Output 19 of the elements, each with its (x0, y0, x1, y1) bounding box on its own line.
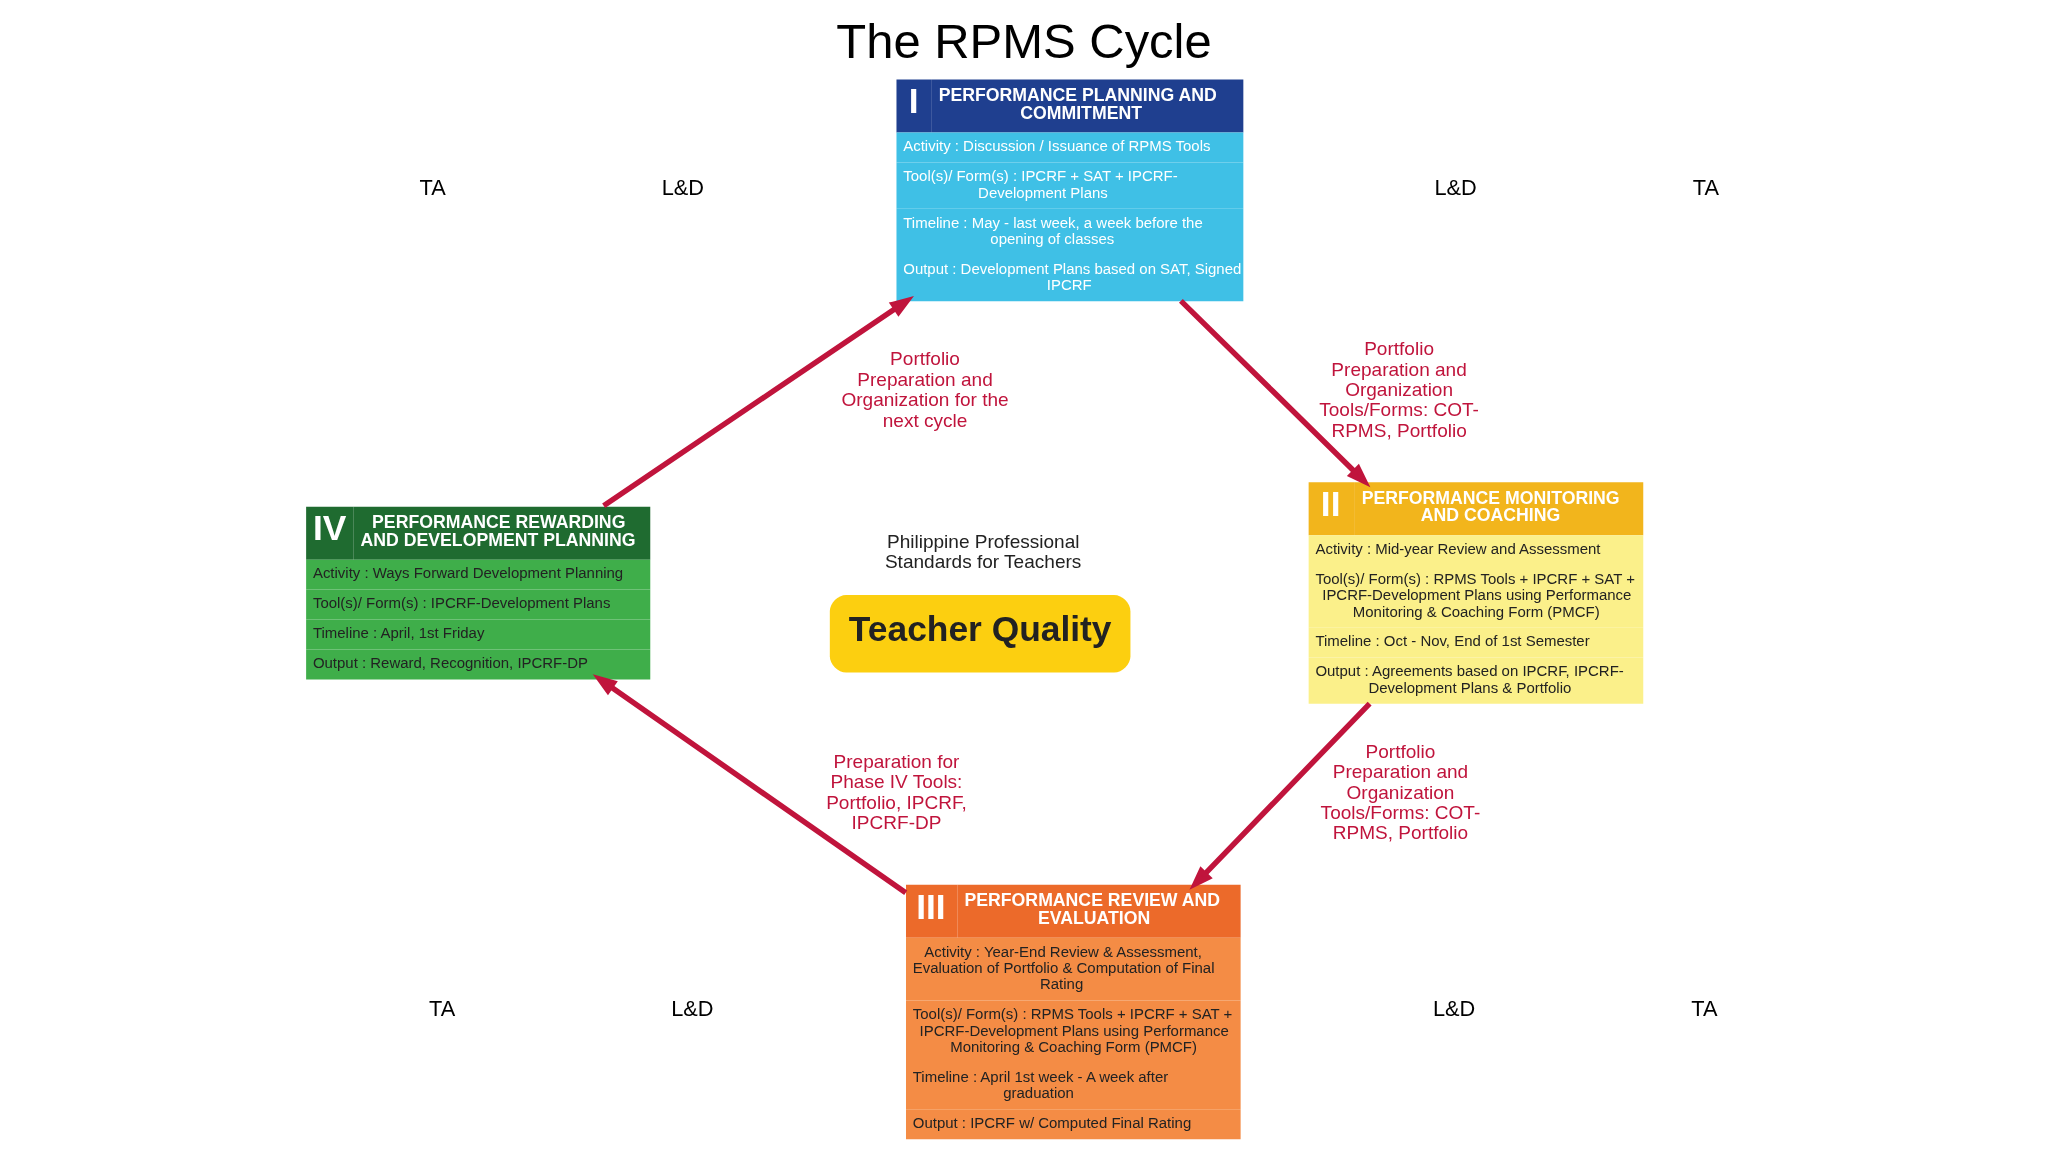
label: L&D (1434, 174, 1477, 200)
edge-label: Portfolio Preparation and Organization Tools/Forms: COT-RPMS, Portfolio (1319, 338, 1479, 441)
edge-label: Portfolio Preparation and Organization for the next cycle (841, 348, 1009, 431)
label: L&D (1433, 996, 1476, 1022)
edge-label: Portfolio Preparation and Organization Tools/Forms: COT-RPMS, Portfolio (1320, 740, 1481, 844)
label: L&D (671, 996, 714, 1022)
arrow (1179, 298, 1371, 488)
node-label: Philippine Professional Standards for Teachers (884, 530, 1082, 573)
arrow (1189, 701, 1372, 890)
label: TA (1692, 174, 1719, 200)
label: TA (419, 174, 446, 200)
node-box: Teacher Quality (829, 595, 1131, 673)
label: TA (429, 996, 456, 1022)
arrow (592, 674, 908, 896)
label: L&D (661, 174, 705, 200)
diagram-title: The RPMS Cycle (836, 14, 1212, 69)
arrow (602, 296, 914, 508)
edge-label: Preparation for Phase IV Tools: Portfolio, IPCRF, IPCRF-DP (826, 751, 967, 834)
label: TA (1691, 996, 1718, 1022)
